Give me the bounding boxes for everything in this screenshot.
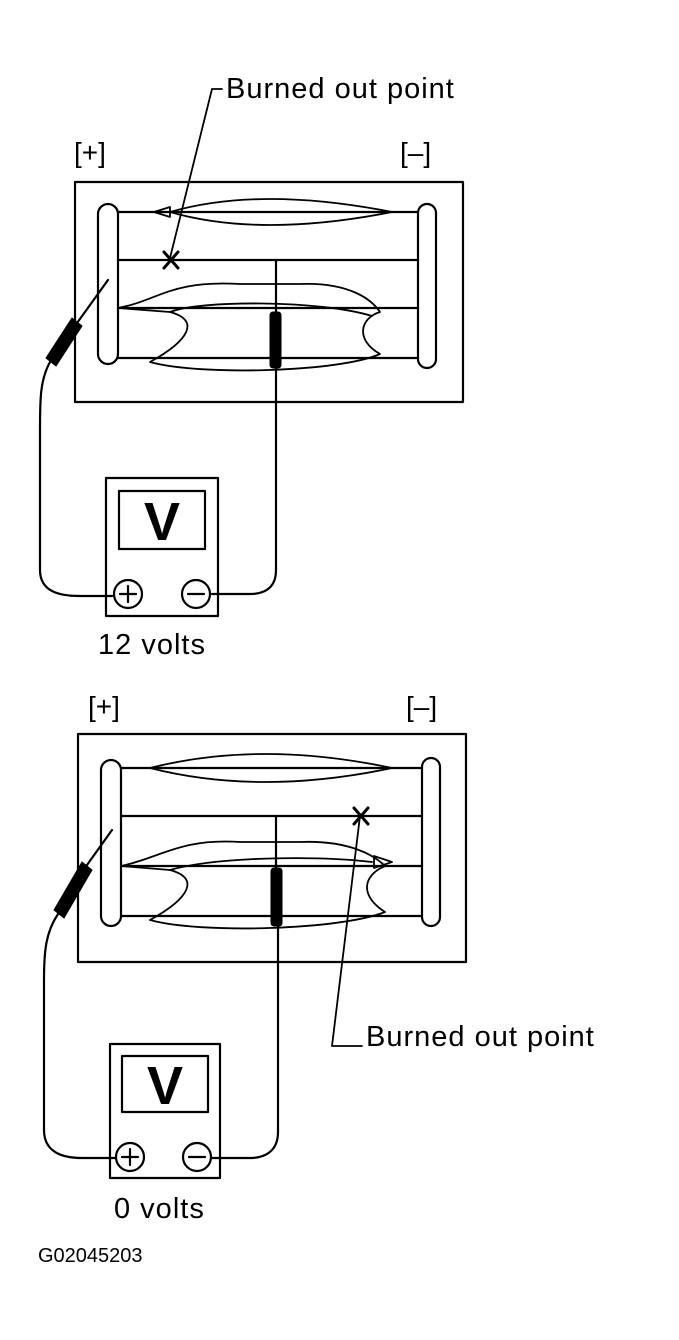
bottom-positive-probe-tip [80,828,114,874]
bottom-positive-terminal [114,1141,146,1173]
bottom-negative-lead [210,924,280,1160]
bottom-voltmeter-display [120,1054,210,1114]
bottom-positive-label: [+] [88,691,120,722]
bottom-positive-probe [53,861,93,919]
bottom-positive-bus-bar [99,758,123,928]
bottom-positive-lead [42,912,118,1160]
top-plus-icon [118,584,138,604]
top-negative-label: [–] [400,137,431,168]
bottom-burned-out-callout: Burned out point [366,1021,595,1053]
bottom-negative-terminal [181,1141,213,1173]
top-glass-panel [73,180,465,404]
bottom-glass-panel [76,732,468,964]
bottom-negative-probe [270,867,283,927]
top-current-flow-lines [117,198,393,372]
top-callout-leader [169,88,223,259]
top-negative-bus-bar [416,202,438,370]
top-positive-lead [38,360,114,598]
top-positive-probe [45,317,83,367]
bottom-negative-bus-bar [420,756,442,928]
top-heater-grid [116,210,420,360]
top-negative-probe [269,311,282,369]
bottom-burned-out-mark [352,806,370,826]
bottom-callout-leader [331,815,363,1047]
top-negative-terminal [180,578,212,610]
top-positive-terminal [112,578,144,610]
figure-code: G02045203 [38,1245,143,1267]
top-positive-probe-tip [70,278,110,332]
top-voltmeter-symbol: V [144,492,180,552]
top-negative-lead [210,366,278,596]
bottom-plus-icon [120,1147,140,1167]
top-positive-bus-bar [96,202,120,366]
top-voltmeter-display [117,489,207,551]
bottom-voltmeter-body [108,1042,222,1180]
top-positive-label: [+] [74,137,106,168]
top-burned-out-callout: Burned out point [226,73,455,105]
bottom-negative-label: [–] [406,691,437,722]
bottom-voltage-reading: 0 volts [114,1193,205,1225]
top-diagram: [+] [–] Burned out point [38,73,465,661]
bottom-diagram: [+] [–] Burned out point [42,691,595,1225]
bottom-current-flow-lines [120,753,393,930]
bottom-voltmeter-symbol: V [147,1056,183,1116]
top-burned-out-mark [162,250,180,270]
top-voltage-reading: 12 volts [98,629,206,661]
top-voltmeter-body [104,476,220,618]
